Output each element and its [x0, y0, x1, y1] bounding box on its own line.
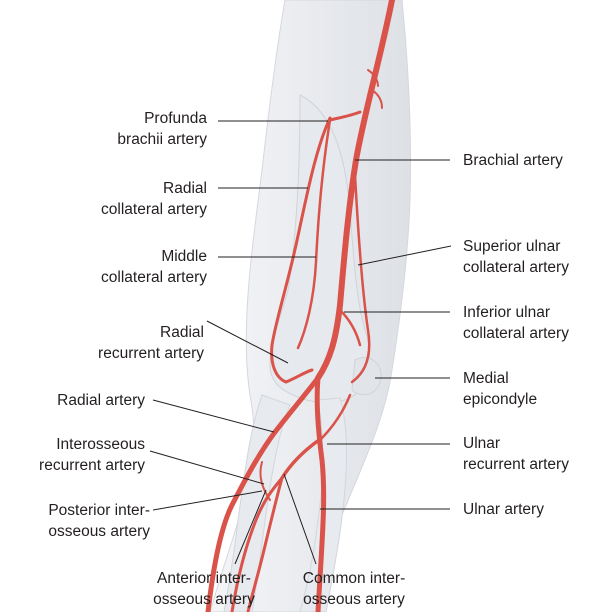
label-radial-collateral-artery: Radial collateral artery: [101, 178, 207, 220]
label-anterior-interosseous-artery: Anterior inter- osseous artery: [136, 568, 272, 610]
label-common-interosseous-artery: Common inter- osseous artery: [286, 568, 422, 610]
label-profunda-brachii-artery: Profunda brachii artery: [117, 108, 207, 150]
label-inferior-ulnar-collateral-artery: Inferior ulnar collateral artery: [463, 302, 569, 344]
label-superior-ulnar-collateral-artery: Superior ulnar collateral artery: [463, 236, 569, 278]
label-ulnar-artery: Ulnar artery: [463, 499, 544, 520]
label-radial-recurrent-artery: Radial recurrent artery: [98, 322, 204, 364]
label-radial-artery: Radial artery: [57, 390, 145, 411]
label-medial-epicondyle: Medial epicondyle: [463, 368, 537, 410]
label-middle-collateral-artery: Middle collateral artery: [101, 246, 207, 288]
label-posterior-interosseous-artery: Posterior inter- osseous artery: [48, 500, 150, 542]
label-brachial-artery: Brachial artery: [463, 150, 563, 171]
label-interosseous-recurrent-artery: Interosseous recurrent artery: [39, 434, 145, 476]
label-ulnar-recurrent-artery: Ulnar recurrent artery: [463, 433, 569, 475]
